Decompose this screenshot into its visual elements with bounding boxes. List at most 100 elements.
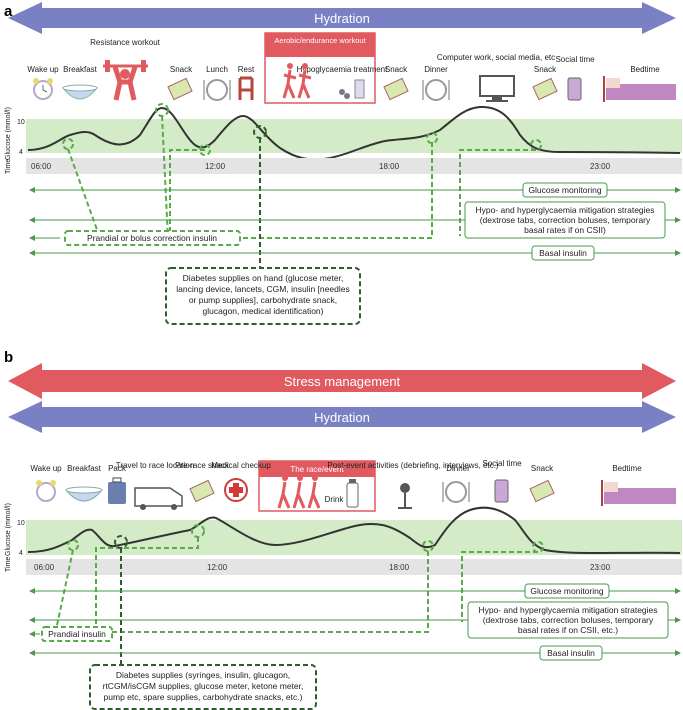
svg-text:pump etc, spare supplies, carb: pump etc, spare supplies, carbohydrate s… [104, 692, 303, 702]
bed-icon [601, 480, 676, 506]
activity-label: Snack [534, 65, 557, 74]
activity-label: Breakfast [63, 65, 98, 74]
time-tick-a: 23:00 [590, 162, 611, 171]
alarm-clock-icon [36, 480, 56, 502]
svg-text:Glucose monitoring: Glucose monitoring [528, 185, 602, 195]
phone-icon [494, 479, 509, 503]
activity-label: Post-event activities (debriefing, inter… [327, 461, 499, 470]
svg-text:Stress management: Stress management [284, 374, 401, 389]
svg-text:Prandial or bolus correction i: Prandial or bolus correction insulin [87, 233, 217, 243]
y-tick-10-b: 10 [17, 520, 25, 527]
time-tick-b: 06:00 [34, 563, 55, 572]
cereal-bowl-icon [64, 486, 104, 502]
snack-bar-icon [529, 479, 555, 503]
time-tick-a: 18:00 [379, 162, 400, 171]
activity-label: Dinner [424, 65, 448, 74]
glucome-monitoring-bar-a: Glucose monitoring [29, 182, 681, 198]
svg-text:(dextrose tabs, correction bol: (dextrose tabs, correction boluses, temp… [483, 615, 654, 625]
activity-label: Wake up [27, 65, 59, 74]
activity-labels-b: Wake up Breakfast Pack Travel to race lo… [30, 459, 642, 504]
medical-cross-icon [224, 478, 248, 502]
prandial-bar-b: Prandial insulin [29, 626, 113, 642]
glucose-axis-label-a: Glucose (mmol/l) [5, 107, 12, 160]
dashed-connectors-a [62, 103, 542, 239]
svg-text:Hydration: Hydration [314, 11, 370, 26]
time-axis-label-a: Time [5, 159, 12, 174]
alarm-clock-icon [33, 78, 53, 100]
stress-banner-b: Stress management [8, 363, 676, 399]
activity-label: Snack [170, 65, 193, 74]
computer-icon [479, 75, 515, 102]
activity-label: Snack [385, 65, 408, 74]
weightlifter-icon [103, 60, 148, 101]
activity-label: Bedtime [612, 464, 642, 473]
activity-labels-a: Wake up Breakfast Resistance workout Sna… [27, 38, 660, 74]
svg-text:Hypo- and hyperglycaemia mitig: Hypo- and hyperglycaemia mitigation stra… [475, 205, 654, 215]
cereal-bowl-icon [61, 84, 99, 100]
svg-text:or pump supplies], carbohydrat: or pump supplies], carbohydrate snack, [189, 295, 337, 305]
svg-text:Basal insulin: Basal insulin [547, 648, 595, 658]
hydration-banner-a: Hydration [8, 2, 676, 34]
svg-text:Hydration: Hydration [314, 410, 370, 425]
snack-bar-icon [167, 77, 193, 101]
svg-text:basal rates if on CSII): basal rates if on CSII) [524, 225, 606, 235]
activity-icons-a [33, 60, 676, 102]
svg-text:glucagon, medical identificati: glucagon, medical identification) [203, 306, 324, 316]
y-tick-4-a: 4 [19, 149, 23, 156]
time-tick-a: 06:00 [31, 162, 52, 171]
activity-label: Bedtime [630, 65, 660, 74]
hydration-banner-b: Hydration [8, 401, 676, 433]
time-axis-label-b: Time [5, 557, 12, 572]
activity-label: Computer work, social media, etc [437, 53, 555, 62]
svg-text:Prandial insulin: Prandial insulin [48, 629, 106, 639]
time-tick-a: 12:00 [205, 162, 226, 171]
svg-text:Diabetes supplies (syringes, i: Diabetes supplies (syringes, insulin, gl… [116, 670, 290, 680]
glucose-curve-b [27, 506, 681, 554]
activity-label: Pack [108, 464, 127, 473]
runners-icon [277, 475, 321, 509]
activity-label: Wake up [30, 464, 62, 473]
svg-text:Glucose monitoring: Glucose monitoring [530, 586, 604, 596]
svg-text:basal rates if on CSII, etc.): basal rates if on CSII, etc.) [518, 625, 618, 635]
svg-text:Basal insulin: Basal insulin [539, 248, 587, 258]
runners-icon [282, 63, 312, 99]
activity-label: Travel to race location [116, 461, 194, 470]
glucose-axis-label-b: Glucose (mmol/l) [5, 503, 12, 556]
time-axis-b [26, 559, 682, 575]
microphone-icon [398, 483, 412, 509]
hypo-mitigation-bar-b: Hypo- and hyperglycaemia mitigation stra… [29, 601, 681, 639]
svg-text:Aerobic/endurance workout: Aerobic/endurance workout [274, 36, 366, 45]
activity-icons-b [36, 475, 676, 510]
supplies-box-b: Diabetes supplies (syringes, insulin, gl… [89, 664, 317, 710]
snack-bar-icon [189, 479, 215, 503]
race-event-box: The race/event [258, 460, 376, 512]
svg-text:The race/event: The race/event [290, 465, 344, 474]
time-tick-b: 18:00 [389, 563, 410, 572]
suitcase-icon [108, 477, 126, 504]
time-axis-a [26, 158, 682, 174]
svg-text:lancing device, lancets, CGM,: lancing device, lancets, CGM, insulin [n… [176, 284, 349, 294]
glucose-tabs-icon [339, 79, 365, 99]
bed-icon [603, 76, 676, 102]
activity-label: Breakfast [67, 464, 102, 473]
van-icon [134, 487, 183, 510]
y-tick-10-a: 10 [17, 119, 25, 126]
activity-label: Lunch [206, 65, 228, 74]
supplies-connector-a [253, 125, 267, 268]
prandial-bar-a: Prandial or bolus correction insulin [29, 230, 241, 246]
time-tick-b: 12:00 [207, 563, 228, 572]
panel-a-letter: a [4, 3, 13, 20]
svg-text:Diabetes supplies on hand (glu: Diabetes supplies on hand (glucose meter… [183, 273, 344, 283]
hypo-mitigation-bar-a: Hypo- and hyperglycaemia mitigation stra… [29, 201, 681, 239]
snack-bar-icon [383, 77, 409, 101]
activity-label: Snack [531, 464, 554, 473]
supplies-connector-b [114, 535, 128, 665]
activity-label: Rest [238, 65, 255, 74]
glucose-target-range-a [26, 119, 682, 153]
plate-icon [203, 79, 231, 101]
svg-text:rtCGM/isCGM supplies, glucose: rtCGM/isCGM supplies, glucose meter, ket… [103, 681, 304, 691]
activity-label: Resistance workout [90, 38, 161, 47]
activity-label: Hypoglycaemia treatment [297, 65, 388, 74]
svg-text:(dextrose tabs, correction bol: (dextrose tabs, correction boluses, temp… [480, 215, 651, 225]
